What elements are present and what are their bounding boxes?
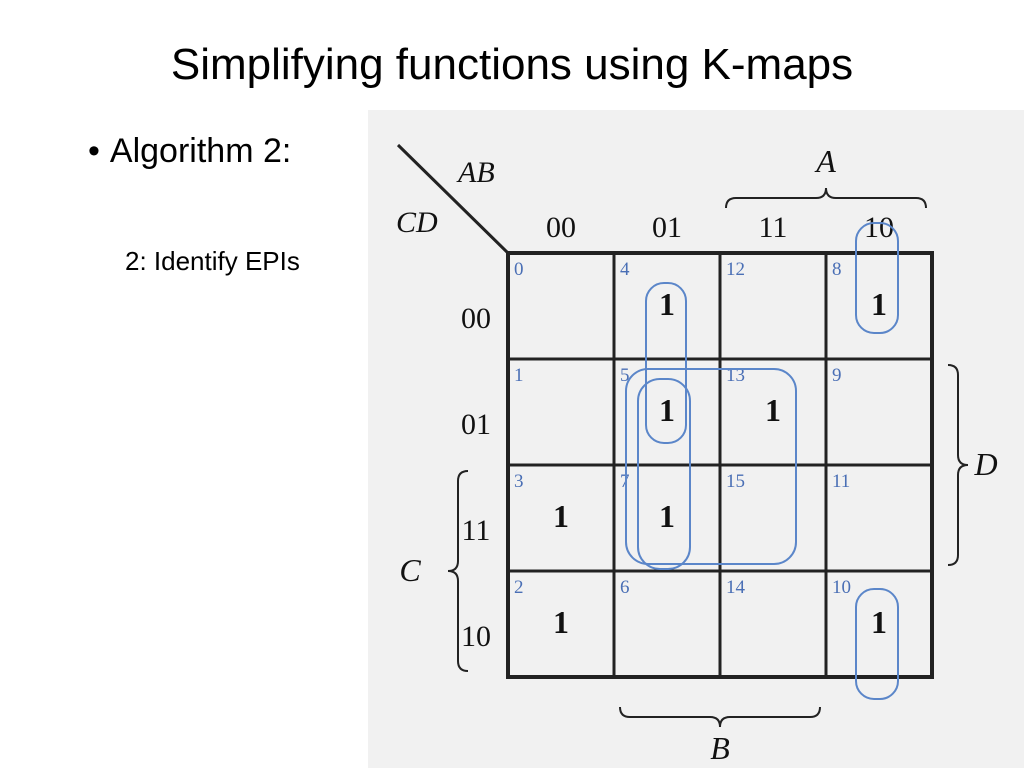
cell-one: 1 [659, 498, 675, 534]
brace-b [619, 706, 821, 728]
cell-index: 1 [514, 365, 524, 386]
corner-ab-label: AB [456, 156, 495, 189]
cell-one: 1 [765, 392, 781, 428]
cell-one: 1 [553, 604, 569, 640]
loop-m8 [855, 222, 899, 334]
corner-diagonal [396, 143, 510, 255]
cell-index: 4 [620, 259, 630, 280]
cell-index: 5 [620, 365, 630, 386]
corner-cd-label: CD [396, 206, 438, 239]
row-header: 00 [461, 302, 491, 335]
bullet-item: •Algorithm 2: [88, 132, 291, 171]
kmap-grid [396, 143, 934, 679]
cell-one: 1 [659, 286, 675, 322]
cell-index: 3 [514, 471, 524, 492]
brace-d [947, 364, 969, 566]
cell-one: 1 [871, 604, 887, 640]
bullet-text: Algorithm 2: [109, 132, 292, 170]
brace-a-label: A [814, 143, 836, 179]
row-header: 01 [461, 408, 491, 441]
brace-a [725, 187, 927, 209]
cell-index: 9 [832, 365, 842, 386]
col-header: 00 [546, 211, 576, 244]
cell-one: 1 [871, 286, 887, 322]
cell-index: 7 [620, 471, 630, 492]
loop-quad-5-7-13-15 [625, 368, 797, 565]
cell-index: 11 [832, 471, 850, 492]
cell-index: 2 [514, 577, 524, 598]
kmap-loops [625, 222, 899, 700]
col-header: 10 [864, 211, 894, 244]
brace-b-label: B [710, 730, 730, 766]
cell-index: 6 [620, 577, 630, 598]
cell-index: 0 [514, 259, 524, 280]
slide-title: Simplifying functions using K-maps [170, 40, 854, 89]
loop-m10 [855, 588, 899, 700]
brace-d-label: D [973, 446, 997, 482]
cell-one: 1 [553, 498, 569, 534]
loop-m5-m7 [637, 378, 691, 570]
brace-c-label: C [399, 552, 421, 588]
bullet-dot: • [88, 132, 100, 170]
col-header: 11 [759, 211, 788, 244]
step-text: 2: Identify EPIs [125, 246, 300, 276]
cell-index: 13 [726, 365, 745, 386]
brace-c [447, 470, 469, 672]
cell-index: 14 [726, 577, 746, 598]
row-header: 11 [462, 514, 491, 547]
row-header: 10 [461, 620, 491, 653]
cell-index: 8 [832, 259, 842, 280]
cell-index: 15 [726, 471, 745, 492]
cell-index: 10 [832, 577, 851, 598]
loop-m4-m5 [645, 282, 687, 444]
cell-index: 12 [726, 259, 745, 280]
col-header: 01 [652, 211, 682, 244]
cell-one: 1 [659, 392, 675, 428]
